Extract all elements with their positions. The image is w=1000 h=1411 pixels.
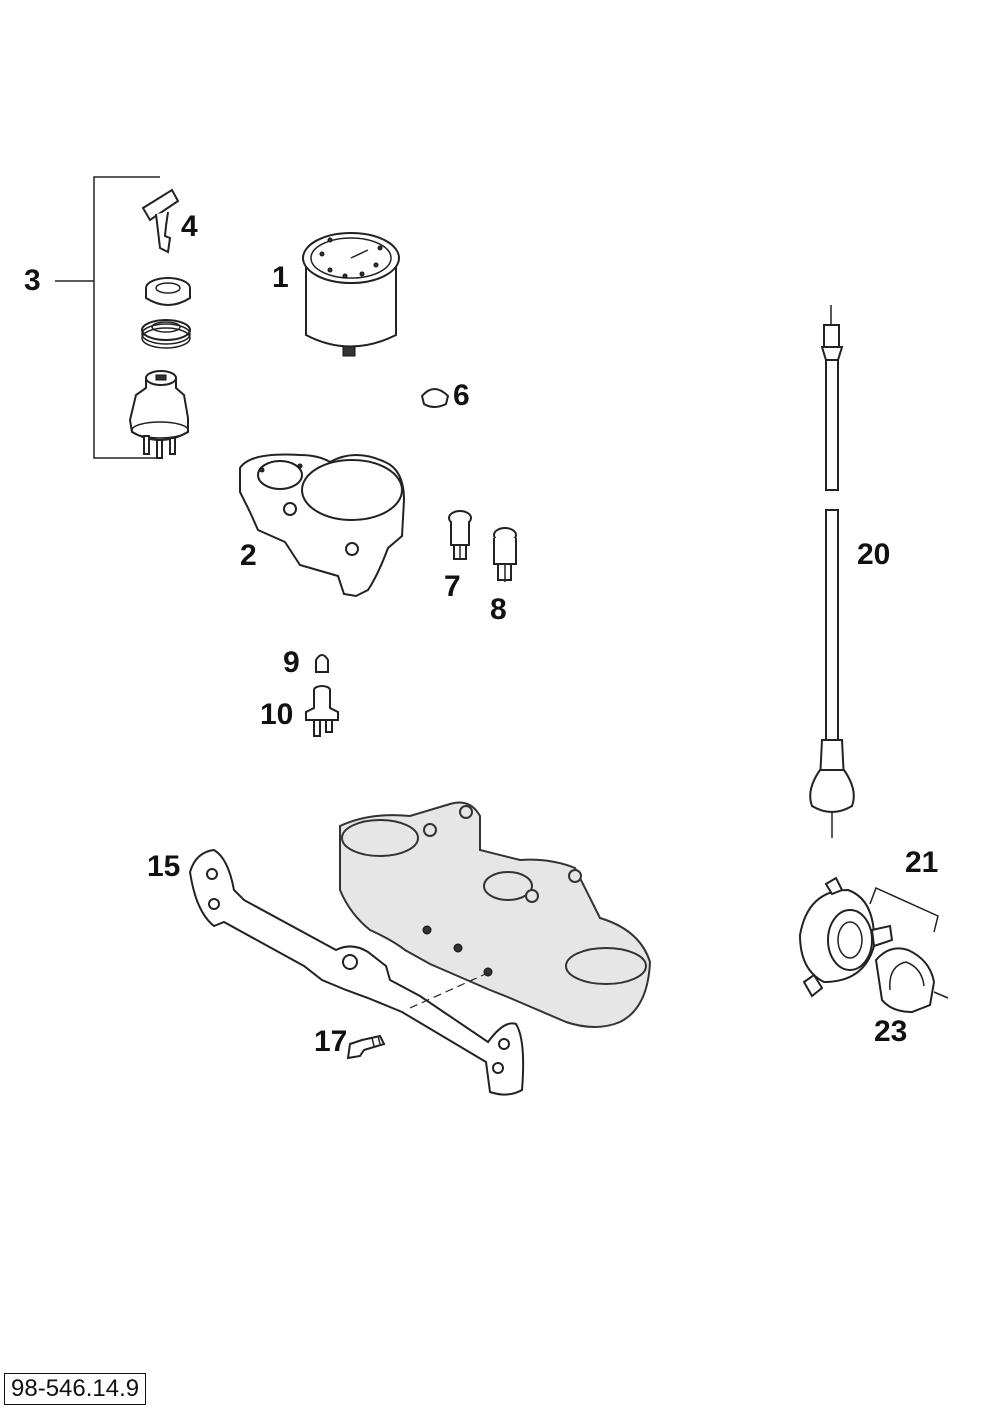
callout-2: 2 bbox=[240, 539, 257, 572]
callout-4: 4 bbox=[181, 210, 198, 243]
indicator-lamp-7-part bbox=[448, 510, 472, 560]
callout-1: 1 bbox=[272, 261, 289, 294]
callout-10: 10 bbox=[260, 698, 294, 731]
callout-3: 3 bbox=[24, 264, 41, 297]
retaining-ring-part bbox=[874, 947, 949, 1014]
speedometer-drive-part bbox=[798, 876, 939, 998]
speedometer-part bbox=[302, 232, 400, 357]
indicator-lamp-8-part bbox=[493, 527, 517, 582]
callout-15: 15 bbox=[147, 850, 181, 883]
callout-17: 17 bbox=[314, 1025, 348, 1058]
callout-20: 20 bbox=[857, 538, 891, 571]
mounting-bracket-part bbox=[188, 848, 525, 1096]
bolt-part bbox=[346, 1034, 386, 1060]
group-bracket-3 bbox=[55, 176, 160, 459]
callout-7: 7 bbox=[444, 570, 461, 603]
instrument-housing-part bbox=[239, 453, 406, 598]
triple-clamp-part bbox=[339, 801, 652, 1028]
callout-9: 9 bbox=[283, 646, 300, 679]
spring-ring-part bbox=[141, 319, 191, 349]
callout-8: 8 bbox=[490, 593, 507, 626]
key-part bbox=[141, 188, 180, 254]
cap-part bbox=[420, 388, 450, 408]
callout-6: 6 bbox=[453, 379, 470, 412]
callout-23: 23 bbox=[874, 1015, 908, 1048]
seal-ring-part bbox=[145, 277, 191, 306]
reference-code: 98-546.14.9 bbox=[4, 1373, 147, 1406]
speedometer-cable-part bbox=[809, 305, 855, 838]
bulb-socket-part bbox=[305, 685, 339, 737]
callout-21: 21 bbox=[905, 846, 939, 879]
bulb-part bbox=[315, 654, 329, 673]
ignition-switch-part bbox=[128, 370, 189, 459]
